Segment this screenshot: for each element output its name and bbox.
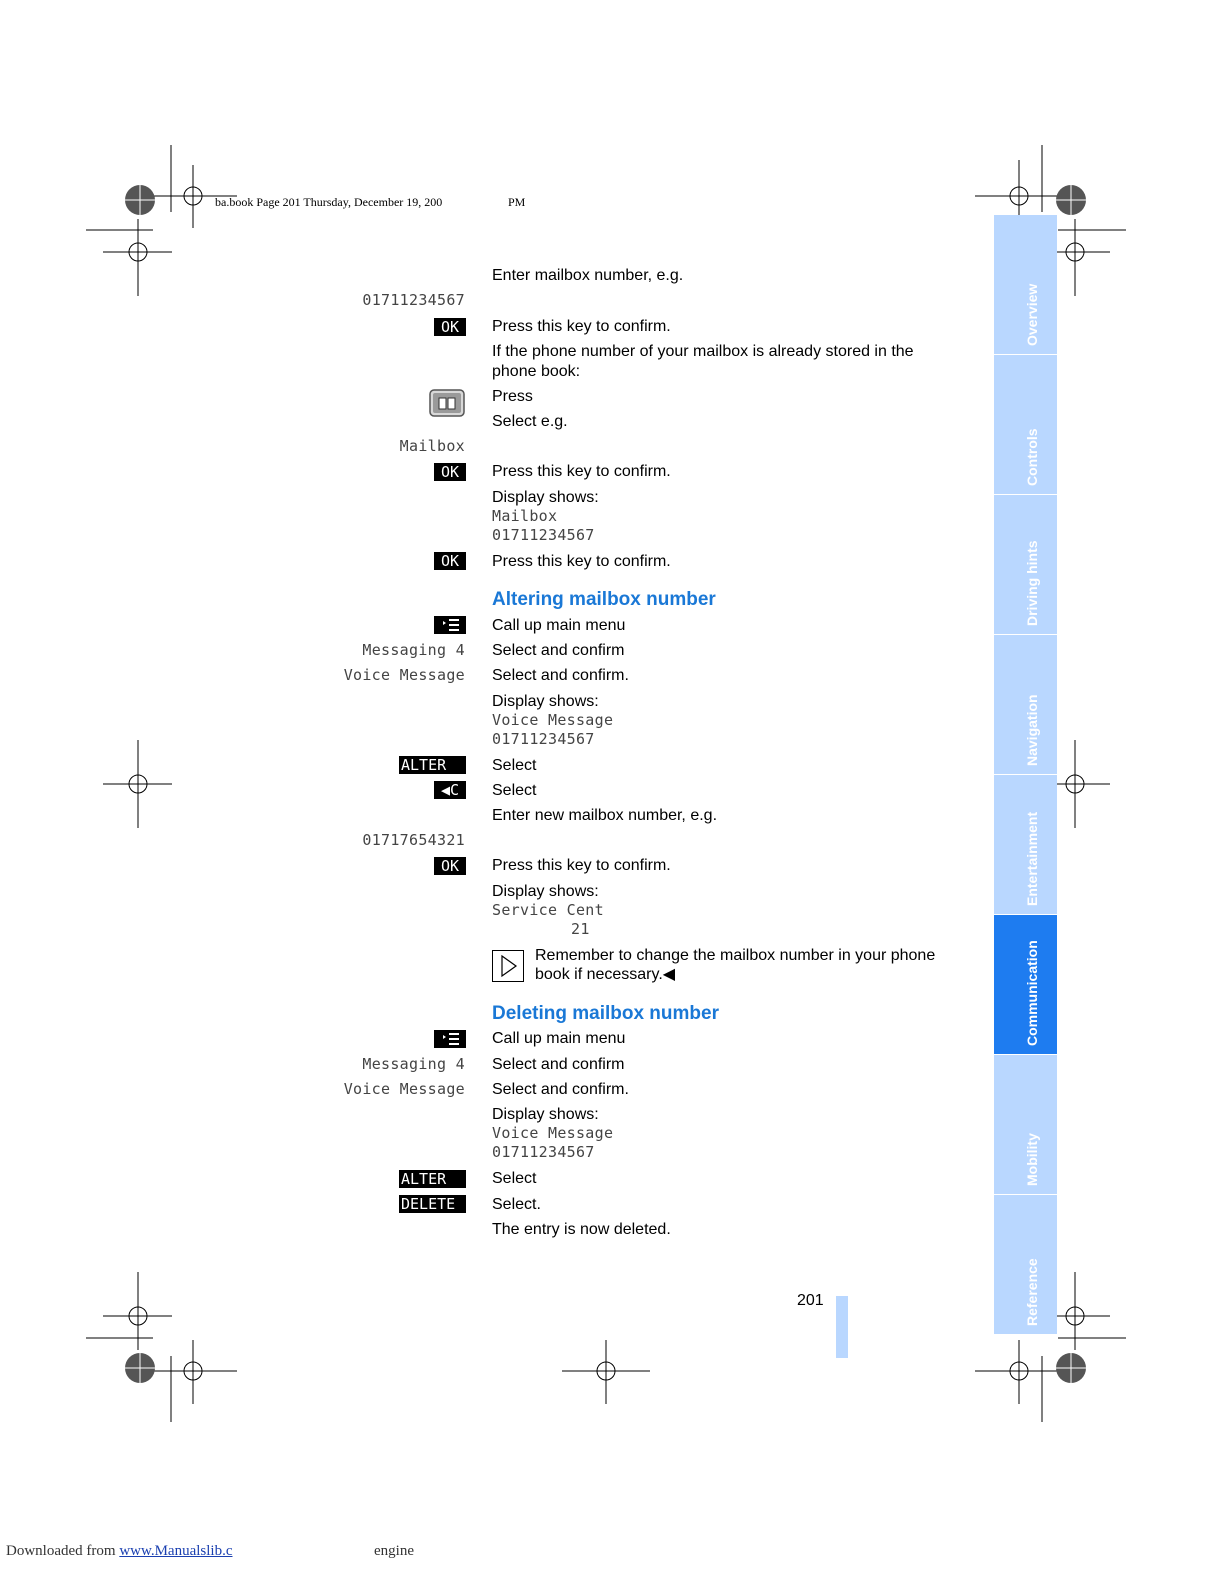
ok-key: OK: [434, 552, 466, 570]
tab-entertainment[interactable]: Entertainment: [994, 775, 1057, 914]
display-line: Service Cent: [492, 901, 604, 919]
note-arrow-icon: [492, 950, 524, 982]
instruction-press-confirm: Press this key to confirm.: [492, 553, 671, 570]
lcd-messaging: Messaging 4: [362, 641, 465, 659]
display-line: Voice Message: [492, 1124, 614, 1142]
tab-navigation[interactable]: Navigation: [994, 635, 1057, 774]
tab-driving-hints[interactable]: Driving hints: [994, 495, 1057, 634]
footer-prefix: Downloaded from: [6, 1543, 120, 1559]
footer-download-note: Downloaded from www.Manualslib.c: [6, 1543, 233, 1560]
instruction-select: Select.: [492, 1196, 541, 1213]
delete-key: DELETE: [399, 1195, 466, 1213]
ok-key: OK: [434, 857, 466, 875]
heading-deleting-mailbox: Deleting mailbox number: [492, 1003, 719, 1024]
display-shows-label: Display shows:: [492, 1106, 599, 1123]
instruction-enter-mailbox: Enter mailbox number, e.g.: [492, 267, 684, 284]
instruction-call-menu: Call up main menu: [492, 617, 626, 634]
lcd-messaging: Messaging 4: [362, 1055, 465, 1073]
print-header: ba.book Page 201 Thursday, December 19, …: [215, 195, 443, 209]
instruction-enter-new: Enter new mailbox number, e.g.: [492, 807, 718, 824]
display-shows-label: Display shows:: [492, 693, 599, 710]
instruction-press-confirm: Press this key to confirm.: [492, 857, 671, 874]
display-line: 01711234567: [492, 1143, 595, 1161]
tab-label: Communication: [1023, 940, 1040, 1046]
tab-label: Driving hints: [1023, 540, 1040, 626]
instruction-press: Press: [492, 388, 533, 405]
tab-label: Reference: [1023, 1258, 1040, 1326]
instruction-deleted: The entry is now deleted.: [492, 1221, 671, 1238]
note-text: Remember to change the mailbox number in…: [535, 947, 936, 983]
instruction-press-confirm: Press this key to confirm.: [492, 463, 671, 480]
page-number: 201: [797, 1292, 824, 1309]
instruction-select: Select: [492, 1170, 537, 1187]
clear-key: ◀C: [434, 781, 466, 799]
tab-label: Controls: [1023, 428, 1040, 486]
display-line: 01711234567: [492, 730, 595, 748]
tab-label: Entertainment: [1023, 811, 1040, 906]
display-shows-label: Display shows:: [492, 883, 599, 900]
instruction-select: Select: [492, 757, 537, 774]
instruction-press-confirm: Press this key to confirm.: [492, 318, 671, 335]
instruction-select-confirm: Select and confirm: [492, 642, 625, 659]
tab-label: Navigation: [1023, 694, 1040, 766]
menu-key-icon: [434, 616, 466, 634]
page-marker-bar: [836, 1296, 848, 1358]
tab-mobility[interactable]: Mobility: [994, 1055, 1057, 1194]
print-header-pm: PM: [508, 195, 526, 209]
menu-key-icon: [434, 1030, 466, 1048]
instruction-call-menu: Call up main menu: [492, 1030, 626, 1047]
tab-communication[interactable]: Communication: [994, 915, 1057, 1054]
phonebook-button-icon: [429, 389, 465, 417]
display-line: 01711234567: [492, 526, 595, 544]
display-line: 21: [571, 920, 590, 938]
lcd-number-example: 01711234567: [362, 291, 465, 309]
tab-label: Mobility: [1023, 1133, 1040, 1186]
display-line: Mailbox: [492, 507, 558, 525]
ok-key: OK: [434, 463, 466, 481]
alter-key: ALTER: [399, 1170, 466, 1188]
instruction-select: Select: [492, 782, 537, 799]
lcd-voice-message: Voice Message: [343, 666, 465, 684]
instruction-if-stored: If the phone number of your mailbox is a…: [492, 343, 914, 380]
footer-suffix: engine: [374, 1543, 414, 1559]
display-shows-label: Display shows:: [492, 489, 599, 506]
lcd-new-number: 01717654321: [362, 831, 465, 849]
footer-link[interactable]: www.Manualslib.c: [119, 1543, 233, 1559]
display-line: Voice Message: [492, 711, 614, 729]
lcd-mailbox: Mailbox: [399, 437, 465, 455]
heading-altering-mailbox: Altering mailbox number: [492, 589, 716, 610]
ok-key: OK: [434, 318, 466, 336]
tab-overview[interactable]: Overview: [994, 215, 1057, 354]
tab-controls[interactable]: Controls: [994, 355, 1057, 494]
instruction-select-confirm: Select and confirm.: [492, 1081, 629, 1098]
alter-key: ALTER: [399, 756, 466, 774]
chapter-tabs: Overview Controls Driving hints Navigati…: [994, 215, 1057, 1335]
tab-label: Overview: [1023, 283, 1040, 346]
tab-reference[interactable]: Reference: [994, 1195, 1057, 1334]
instruction-select-eg: Select e.g.: [492, 413, 568, 430]
instruction-select-confirm: Select and confirm.: [492, 667, 629, 684]
instruction-select-confirm: Select and confirm: [492, 1056, 625, 1073]
lcd-voice-message: Voice Message: [343, 1080, 465, 1098]
